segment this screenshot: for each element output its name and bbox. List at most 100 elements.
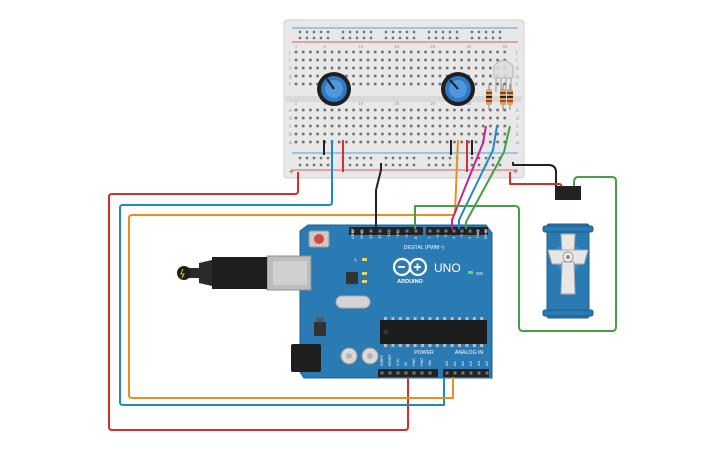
led-tx-icon xyxy=(362,272,367,275)
row-letter: g xyxy=(289,74,292,80)
digital-pin-label: ~11 xyxy=(386,232,391,239)
wire-black-servo xyxy=(512,162,557,186)
led-on-icon xyxy=(468,271,473,274)
rail-plus-label: + xyxy=(289,167,294,176)
digital-pin-label: 12 xyxy=(377,234,382,239)
row-letter: j xyxy=(515,50,517,56)
row-letter: c xyxy=(289,124,292,130)
servo-connector-icon xyxy=(555,186,581,200)
digital-pin-label: ~5 xyxy=(443,234,448,239)
digital-pin-label: ~6 xyxy=(435,234,440,239)
potentiometer-icon[interactable] xyxy=(317,72,351,106)
led-on-label: ON xyxy=(476,271,483,276)
analog-pin-label: A3 xyxy=(468,360,473,366)
row-letter: d xyxy=(516,116,519,122)
power-pin-labels: IOREF RESET 3.3V 5V GND GND VIN xyxy=(380,353,432,366)
digital-pin-label: 13 xyxy=(368,234,373,239)
usb-chip-icon xyxy=(346,272,358,284)
column-number: 15 xyxy=(394,44,400,49)
digital-header-label: DIGITAL (PWM~) xyxy=(404,245,444,251)
row-letter: f xyxy=(516,82,518,88)
analog-pin-label: A2 xyxy=(460,360,465,366)
column-number: 1 xyxy=(295,101,298,106)
column-number: 10 xyxy=(358,44,364,49)
power-pin-label: 3.3V xyxy=(396,358,400,366)
row-letter: g xyxy=(516,74,519,80)
digital-pin-label: AREF xyxy=(350,228,355,239)
digital-pin-label: 8 xyxy=(413,236,418,239)
microcontroller-chip-icon xyxy=(380,317,487,347)
resistor-icon[interactable] xyxy=(500,84,506,110)
crystal-icon xyxy=(335,295,371,309)
analog-pin-label: A5 xyxy=(484,360,489,366)
resistor-icon[interactable] xyxy=(507,84,513,110)
wire-blue-a0 xyxy=(119,140,445,406)
wire-blue-d5 xyxy=(458,125,498,229)
wire-black-gnd xyxy=(375,163,382,229)
row-letter: f xyxy=(289,82,291,88)
wire-red-5v xyxy=(108,172,409,431)
row-letter: e xyxy=(516,108,519,114)
column-number: 15 xyxy=(394,101,400,106)
brand-label: ARDUINO xyxy=(397,279,423,285)
digital-pin-label: ~9 xyxy=(404,234,409,239)
row-letter: h xyxy=(516,66,519,72)
row-letter: d xyxy=(289,116,292,122)
digital-pin-label: RX◂0 xyxy=(483,228,488,239)
row-letter: i xyxy=(516,58,517,64)
power-pin-label: GND xyxy=(420,358,424,366)
row-letter: a xyxy=(516,140,519,146)
digital-pin-label: 7 xyxy=(427,236,432,239)
analog-header-label: ANALOG IN xyxy=(455,350,484,356)
servo-motor-icon[interactable] xyxy=(542,186,594,319)
bottom-header-pins[interactable] xyxy=(380,371,489,375)
power-pin-label: GND xyxy=(412,358,416,366)
usb-cable-icon[interactable] xyxy=(177,255,312,291)
column-number: 5 xyxy=(324,101,327,106)
column-number: 5 xyxy=(324,44,327,49)
digital-pin-label: ~3 xyxy=(459,234,464,239)
column-number: 25 xyxy=(466,101,472,106)
reset-button[interactable] xyxy=(314,234,324,244)
potentiometer-icon[interactable] xyxy=(441,72,475,106)
digital-pin-label: 4 xyxy=(451,236,456,239)
column-number: 30 xyxy=(502,44,508,49)
power-rail-top xyxy=(298,30,502,40)
analog-pin-label: A4 xyxy=(476,360,481,366)
arduino-logo-icon xyxy=(392,257,428,277)
board-name: UNO xyxy=(434,261,461,275)
digital-pin-label: GND xyxy=(359,230,364,239)
power-pin-label: IOREF xyxy=(380,354,384,366)
column-number: 25 xyxy=(466,44,472,49)
digital-pin-label: ~10 xyxy=(395,231,400,239)
analog-pin-label: A1 xyxy=(452,360,457,366)
analog-pin-label: A0 xyxy=(444,360,449,366)
row-letter: j xyxy=(288,50,290,56)
row-letter: b xyxy=(516,132,519,138)
power-pin-label: RESET xyxy=(388,353,392,366)
power-pin-label: VIN xyxy=(428,360,432,366)
resistor-icon[interactable] xyxy=(486,84,492,110)
led-l-icon xyxy=(362,258,367,261)
row-letter: b xyxy=(289,132,292,138)
digital-pin-label: TX▸1 xyxy=(475,229,480,239)
power-jack-icon[interactable] xyxy=(291,344,321,372)
wires xyxy=(108,125,617,431)
row-letter: h xyxy=(289,66,292,72)
rail-plus-label-right: + xyxy=(513,167,518,176)
row-letter: a xyxy=(289,140,292,146)
row-letter: i xyxy=(289,58,290,64)
column-number: 20 xyxy=(430,44,436,49)
power-pin-label: 5V xyxy=(404,361,408,366)
led-rx-icon xyxy=(362,280,367,283)
wire-magenta-d6 xyxy=(451,125,487,229)
row-letter: e xyxy=(289,108,292,114)
column-number: 20 xyxy=(430,101,436,106)
digital-header-pins[interactable] xyxy=(351,229,488,233)
